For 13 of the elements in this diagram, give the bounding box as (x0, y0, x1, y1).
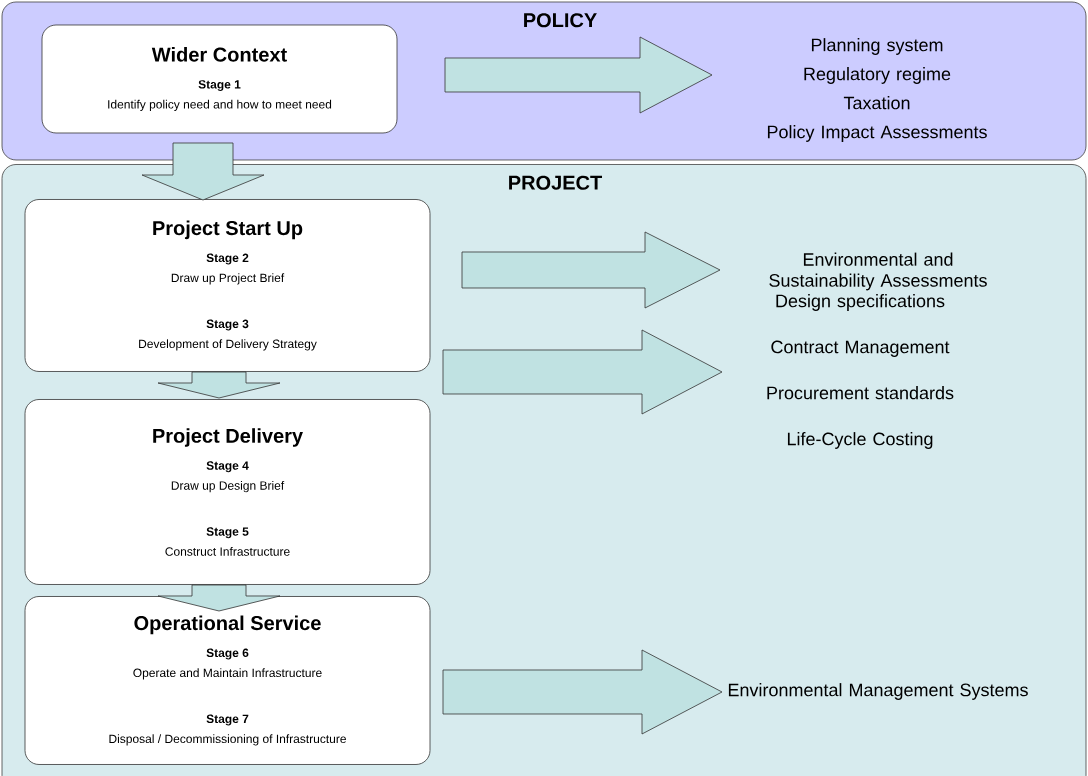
block-arrow (442, 649, 723, 735)
stage-box: Project Start Up Stage 2 Draw up Project Brief Stage 3 Development of Delivery Strategy (24, 199, 431, 372)
block-arrow (141, 142, 265, 201)
outcome-text: Planning system Regulatory regime Taxation Policy Impact Assessments (767, 38, 987, 142)
block-arrow (444, 36, 713, 114)
block-arrow (442, 329, 723, 415)
stage-box: Project Delivery Stage 4 Draw up Design Brief Stage 5 Construct Infrastructure (24, 399, 431, 585)
outcome-text: Environmental Management Systems (728, 683, 1028, 700)
stage-box: Wider Context Stage 1 Identify policy need and how to meet need (41, 24, 398, 134)
outcome-text: Design specifications Contract Management Procurement standards Life-Cycle Costing (767, 294, 954, 449)
outcome-text: Environmental and Sustainability Assessments (769, 252, 987, 291)
block-arrow (461, 231, 721, 309)
stage-box: Operational Service Stage 6 Operate and Maintain Infrastructure Stage 7 Disposal / Decommissioning of Infrastructure (24, 596, 431, 765)
